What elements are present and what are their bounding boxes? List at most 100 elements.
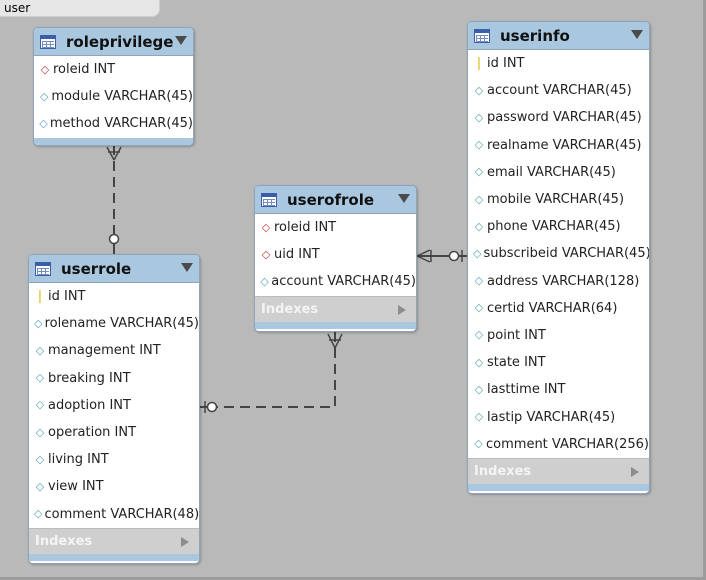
column-row[interactable]: ◇adoption INT <box>29 392 199 419</box>
column-icon: ◇ <box>474 301 484 315</box>
relationship-userofrole-userrole[interactable] <box>216 332 336 408</box>
column-row[interactable]: ◇rolename VARCHAR(45) <box>29 310 199 337</box>
diagram-tab-label: user <box>4 1 31 15</box>
column-row[interactable]: ◇lastip VARCHAR(45) <box>468 403 649 430</box>
chevron-down-icon[interactable] <box>398 194 410 203</box>
expand-arrow-icon[interactable] <box>181 536 189 547</box>
column-row[interactable]: ◇comment VARCHAR(48) <box>29 501 199 528</box>
column-icon: ◇ <box>474 437 483 451</box>
column-icon: ◇ <box>474 355 484 369</box>
indexes-section[interactable]: Indexes <box>255 295 416 322</box>
entity-header[interactable]: userinfo <box>468 22 649 50</box>
column-label: address VARCHAR(128) <box>487 273 640 289</box>
column-label: method VARCHAR(45) <box>49 116 193 132</box>
column-icon: ◇ <box>35 371 45 385</box>
column-icon: ◇ <box>34 316 43 330</box>
column-row[interactable]: ◇comment VARCHAR(256) <box>468 431 649 458</box>
column-icon: ◇ <box>474 165 484 179</box>
entity-roleprivilege[interactable]: roleprivilege ◇roleid INT◇module VARCHAR… <box>33 27 194 146</box>
column-row[interactable]: ❘id INT <box>29 283 199 310</box>
indexes-section[interactable]: Indexes <box>468 457 649 484</box>
column-icon: ◇ <box>34 507 43 521</box>
column-row[interactable]: ◇state INT <box>468 349 649 376</box>
entity-header[interactable]: roleprivilege <box>34 28 193 56</box>
entity-footer <box>29 553 199 561</box>
column-icon: ◇ <box>35 479 45 493</box>
chevron-down-icon[interactable] <box>175 36 187 45</box>
table-icon <box>40 34 56 49</box>
indexes-label: Indexes <box>474 463 532 479</box>
foreign-key-icon: ◇ <box>40 62 50 76</box>
column-row[interactable]: ◇account VARCHAR(45) <box>468 77 649 104</box>
column-label: point INT <box>487 327 546 343</box>
entity-userofrole[interactable]: userofrole ◇roleid INT◇uid INT◇account V… <box>254 185 417 332</box>
column-row[interactable]: ◇module VARCHAR(45) <box>34 83 193 110</box>
column-label: view INT <box>48 479 104 495</box>
column-row[interactable]: ◇realname VARCHAR(45) <box>468 132 649 159</box>
table-icon <box>35 261 51 276</box>
column-icon: ◇ <box>474 219 484 233</box>
zero-one-userrole-top <box>108 233 120 245</box>
entity-footer <box>468 483 649 491</box>
entity-userinfo[interactable]: userinfo ❘id INT◇account VARCHAR(45)◇pas… <box>467 21 650 494</box>
column-row[interactable]: ◇roleid INT <box>34 56 193 83</box>
column-row[interactable]: ◇subscribeid VARCHAR(45) <box>468 240 649 267</box>
crowfoot-userofrole-bottom <box>327 333 343 349</box>
column-row[interactable]: ❘id INT <box>468 50 649 77</box>
column-row[interactable]: ◇account VARCHAR(45) <box>255 268 416 295</box>
column-label: roleid INT <box>274 220 337 236</box>
column-label: lasttime INT <box>487 382 566 398</box>
horizontal-scrollbar[interactable] <box>0 577 706 580</box>
column-label: mobile VARCHAR(45) <box>487 192 625 208</box>
column-row[interactable]: ◇method VARCHAR(45) <box>34 110 193 137</box>
column-label: operation INT <box>48 425 137 441</box>
entity-title: userrole <box>61 259 132 278</box>
column-icon: ◇ <box>474 192 484 206</box>
column-label: breaking INT <box>48 370 131 386</box>
column-row[interactable]: ◇management INT <box>29 337 199 364</box>
column-icon: ◇ <box>39 116 48 130</box>
column-icon: ◇ <box>35 343 45 357</box>
column-icon: ◇ <box>39 89 49 103</box>
column-row[interactable]: ◇certid VARCHAR(64) <box>468 295 649 322</box>
column-list: ❘id INT◇account VARCHAR(45)◇password VAR… <box>468 50 649 458</box>
diagram-tab[interactable]: user <box>0 0 160 17</box>
table-icon <box>474 28 490 43</box>
column-row[interactable]: ◇mobile VARCHAR(45) <box>468 186 649 213</box>
column-list: ◇roleid INT◇uid INT◇account VARCHAR(45) <box>255 214 416 296</box>
column-row[interactable]: ◇point INT <box>468 322 649 349</box>
column-row[interactable]: ◇uid INT <box>255 241 416 268</box>
entity-header[interactable]: userrole <box>29 255 199 283</box>
chevron-down-icon[interactable] <box>181 263 193 272</box>
column-row[interactable]: ◇email VARCHAR(45) <box>468 159 649 186</box>
entity-title: userofrole <box>287 190 375 209</box>
column-row[interactable]: ◇breaking INT <box>29 365 199 392</box>
column-row[interactable]: ◇address VARCHAR(128) <box>468 268 649 295</box>
chevron-down-icon[interactable] <box>631 30 643 39</box>
expand-arrow-icon[interactable] <box>631 466 639 477</box>
column-row[interactable]: ◇lasttime INT <box>468 376 649 403</box>
column-label: password VARCHAR(45) <box>487 110 642 126</box>
column-row[interactable]: ◇operation INT <box>29 419 199 446</box>
column-row[interactable]: ◇view INT <box>29 473 199 500</box>
vertical-scrollbar[interactable] <box>703 0 706 580</box>
column-icon: ◇ <box>474 410 484 424</box>
entity-userrole[interactable]: userrole ❘id INT◇rolename VARCHAR(45)◇ma… <box>28 254 200 564</box>
indexes-section[interactable]: Indexes <box>29 527 199 554</box>
column-label: management INT <box>48 343 161 359</box>
table-icon <box>261 192 277 207</box>
column-label: certid VARCHAR(64) <box>487 300 618 316</box>
column-label: id INT <box>48 289 86 305</box>
expand-arrow-icon[interactable] <box>398 304 406 315</box>
column-row[interactable]: ◇roleid INT <box>255 214 416 241</box>
column-row[interactable]: ◇living INT <box>29 446 199 473</box>
primary-key-icon: ❘ <box>473 55 485 71</box>
column-label: module VARCHAR(45) <box>51 89 193 105</box>
zero-one-userinfo-left <box>448 250 460 262</box>
column-row[interactable]: ◇phone VARCHAR(45) <box>468 213 649 240</box>
column-row[interactable]: ◇password VARCHAR(45) <box>468 104 649 131</box>
primary-key-icon: ❘ <box>34 288 46 304</box>
entity-footer <box>255 321 416 329</box>
entity-header[interactable]: userofrole <box>255 186 416 214</box>
